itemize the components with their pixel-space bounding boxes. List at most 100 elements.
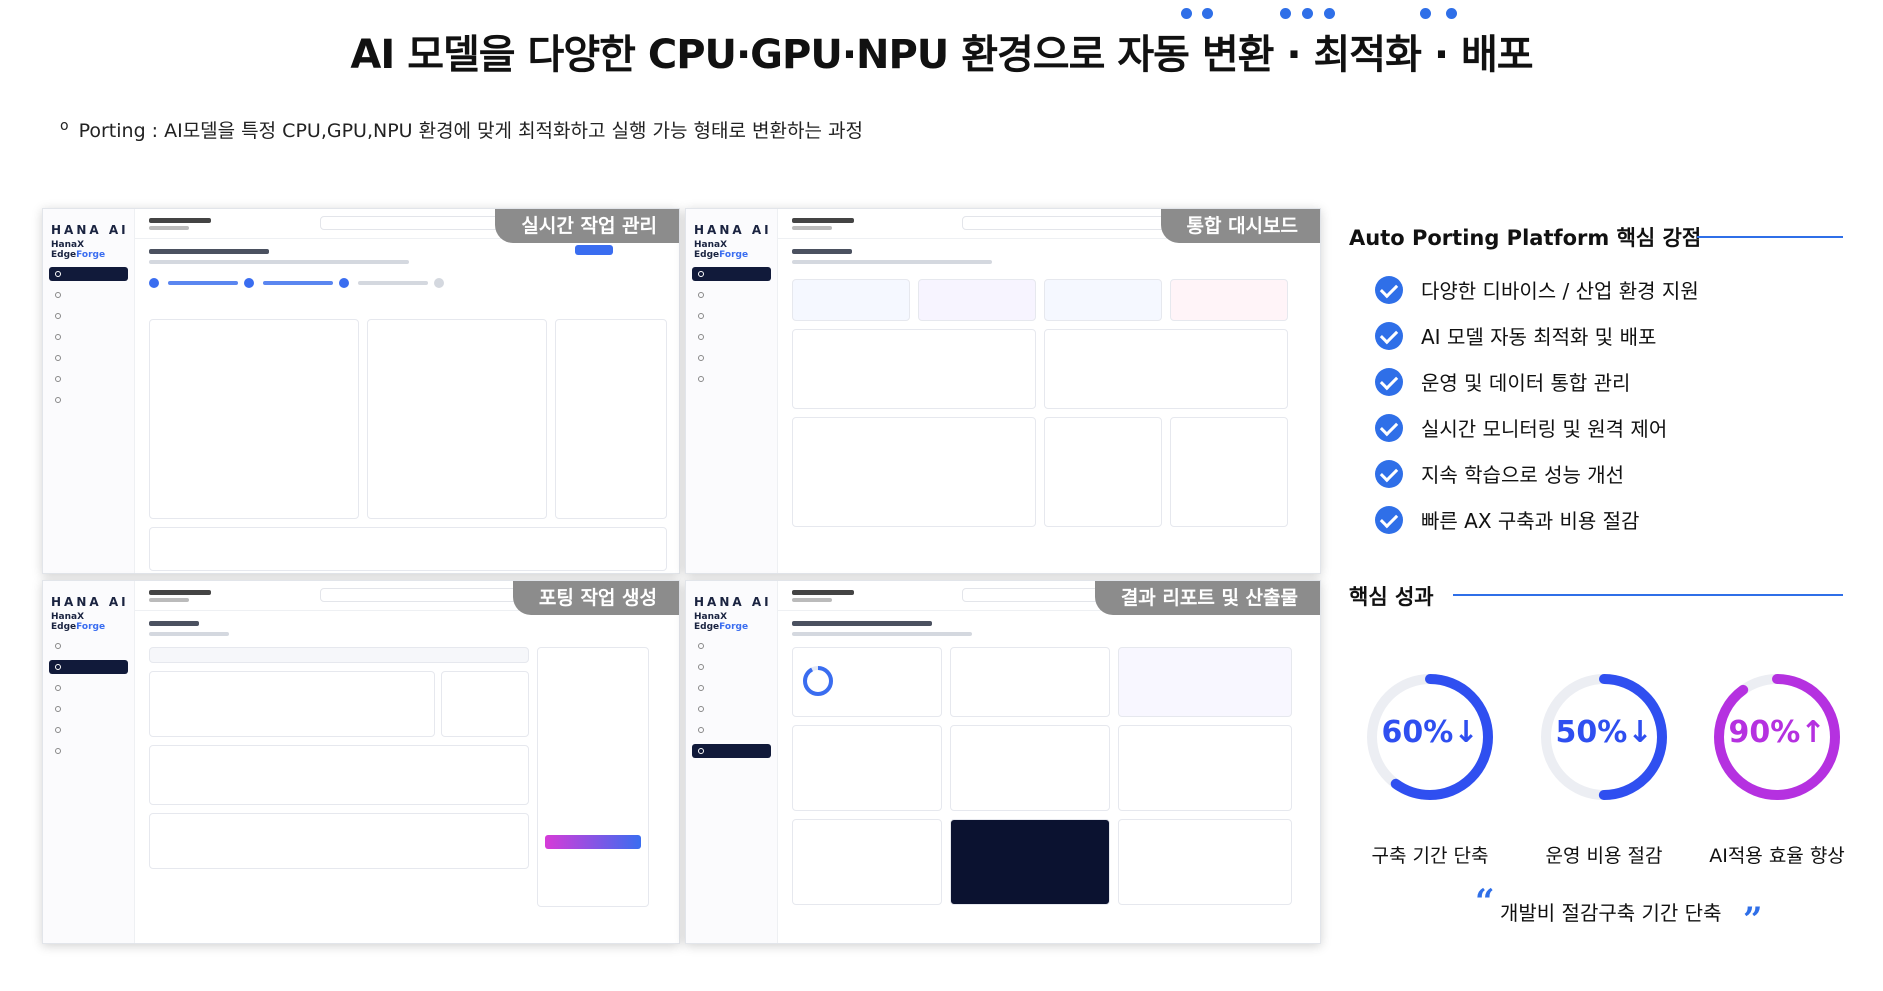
menu-icon [55,727,61,733]
screenshot-create-job: 포팅 작업 생성 HANA AI HanaX EdgeForge [42,580,680,944]
emphasis-dot [1446,8,1457,19]
strength-label: 실시간 모니터링 및 원격 제어 [1421,417,1668,441]
kpi-card [1044,279,1162,321]
compatibility-card [792,647,942,717]
sidebar-item[interactable] [49,681,128,695]
sidebar-item-reports[interactable] [692,744,771,758]
strength-label: AI 모델 자동 최적화 및 배포 [1421,325,1657,349]
emphasis-dot [1202,8,1213,19]
menu-icon [698,748,704,754]
emphasis-dot [1302,8,1313,19]
metric-value: 60%↓ [1381,715,1479,750]
hana-ai-logo: HANA AI [694,223,772,237]
sidebar-item[interactable] [49,393,128,407]
sidebar-item[interactable] [692,702,771,716]
job-summary [537,647,649,907]
report-main [778,611,1320,943]
emphasis-dot [1420,8,1431,19]
menu-icon [55,748,61,754]
sidebar-item[interactable] [49,702,128,716]
sidebar-item[interactable] [49,351,128,365]
env-status [792,329,1036,409]
kpi-card [792,279,910,321]
optimization-level[interactable] [149,813,529,869]
sidebar-item[interactable] [692,372,771,386]
strength-item: 운영 및 데이터 통합 관리 [1375,367,1630,396]
sidebar-item[interactable] [49,723,128,737]
metric-label: AI적용 효율 향상 [1709,845,1845,867]
ring-fill [1714,674,1840,800]
menu-icon [55,376,61,382]
sidebar-item[interactable] [692,351,771,365]
edgeforge-logo: HanaX EdgeForge [51,240,106,260]
sidebar: HANA AI HanaX EdgeForge [686,209,778,573]
progress-ring [1714,674,1840,800]
workspace-name [792,590,854,595]
metric-card: 90%↑ AI적용 효율 향상 [1707,667,1847,868]
report-preview[interactable] [950,819,1110,905]
menu-icon [698,292,704,298]
menu-icon [698,727,704,733]
sidebar-item[interactable] [692,309,771,323]
menu-icon [55,397,61,403]
metric-value: 90%↑ [1728,715,1826,750]
menu-icon [698,355,704,361]
metric-value: 50%↓ [1555,715,1653,750]
sidebar-item-dashboard[interactable] [692,267,771,281]
sidebar-item[interactable] [692,288,771,302]
check-icon [1375,413,1403,442]
strength-item: 빠른 AX 구축과 비용 절감 [1375,505,1639,534]
sidebar-item-dashboard[interactable] [49,267,128,281]
sidebar-item[interactable] [49,744,128,758]
strengths-heading: Auto Porting Platform 핵심 강점 [1349,226,1702,250]
hana-ai-logo: HANA AI [51,223,129,237]
sidebar-item[interactable] [692,723,771,737]
page-title: AI 모델을 다양한 CPU·GPU·NPU 환경으로 자동 변환 · 최적화 … [350,32,1533,78]
metric-card: 60%↓구축 기간 단축 [1360,667,1500,868]
strength-label: 다양한 디바이스 / 산업 환경 지원 [1421,279,1699,303]
sidebar-item[interactable] [692,660,771,674]
progress-steps [149,278,665,288]
start-porting-button[interactable] [545,835,641,849]
check-icon [1375,505,1403,534]
action-button[interactable] [575,245,613,255]
sidebar-item[interactable] [49,288,128,302]
job-detail [135,239,679,573]
metric-card: 50%↓운영 비용 절감 [1534,667,1674,868]
workspace-name [149,590,211,595]
workspace-sub [149,226,189,230]
hardware-status [1044,417,1162,527]
sidebar-item[interactable] [692,330,771,344]
sidebar-item[interactable] [49,372,128,386]
strength-label: 운영 및 데이터 통합 관리 [1421,371,1631,395]
kpi-card [1170,279,1288,321]
create-job-form [135,611,679,943]
check-icon [1375,275,1403,304]
sidebar-item[interactable] [49,309,128,323]
menu-icon [55,313,61,319]
menu-icon [698,334,704,340]
metrics-card [950,725,1110,811]
sidebar-item[interactable] [49,330,128,344]
target-env-select[interactable] [149,745,529,805]
menu-icon [55,706,61,712]
edgeforge-logo: HanaX EdgeForge [51,612,106,632]
progress-ring [1367,674,1493,800]
strength-item: 지속 학습으로 성능 개선 [1375,459,1624,488]
workspace-sub [792,598,832,602]
sidebar-item[interactable] [692,681,771,695]
sidebar-item[interactable] [49,639,128,653]
screenshot-report: 결과 리포트 및 산출물 HANA AI HanaX EdgeForge [685,580,1321,944]
emphasis-dot [1181,8,1192,19]
panel-tag: 결과 리포트 및 산출물 [1094,581,1320,615]
menu-icon [55,685,61,691]
sidebar-item[interactable] [692,639,771,653]
sidebar-item-new-job[interactable] [49,660,128,674]
menu-icon [55,271,61,277]
artifacts-list [792,725,942,811]
model-upload[interactable] [149,671,435,737]
pipeline-status [1044,329,1288,409]
quote-text: 개발비 절감구축 기간 단축 [1500,901,1722,925]
worker-status [367,319,547,519]
